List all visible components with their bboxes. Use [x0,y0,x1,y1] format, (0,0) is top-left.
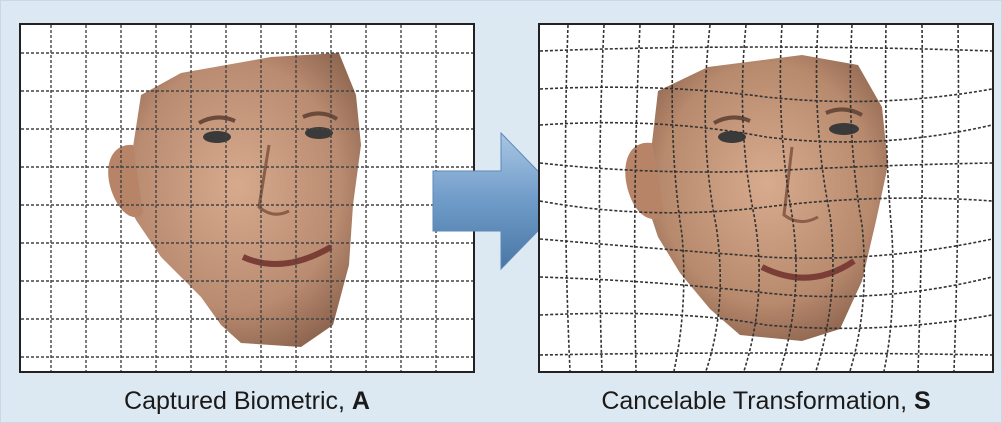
cancelable-transformation-caption: Cancelable Transformation, S [538,387,994,416]
captured-biometric-panel [19,23,475,373]
caption-right-symbol: S [914,387,931,415]
caption-left-text: Captured Biometric, [124,387,352,415]
cancelable-transformation-panel [538,23,994,373]
caption-left-symbol: A [352,387,370,415]
right-eye [829,123,859,135]
captured-biometric-caption: Captured Biometric, A [19,387,475,416]
caption-right-text: Cancelable Transformation, [601,387,914,415]
face-shape [113,53,361,347]
captured-face-image [21,25,473,371]
transformed-face-image [540,25,992,371]
left-eye [203,131,231,143]
